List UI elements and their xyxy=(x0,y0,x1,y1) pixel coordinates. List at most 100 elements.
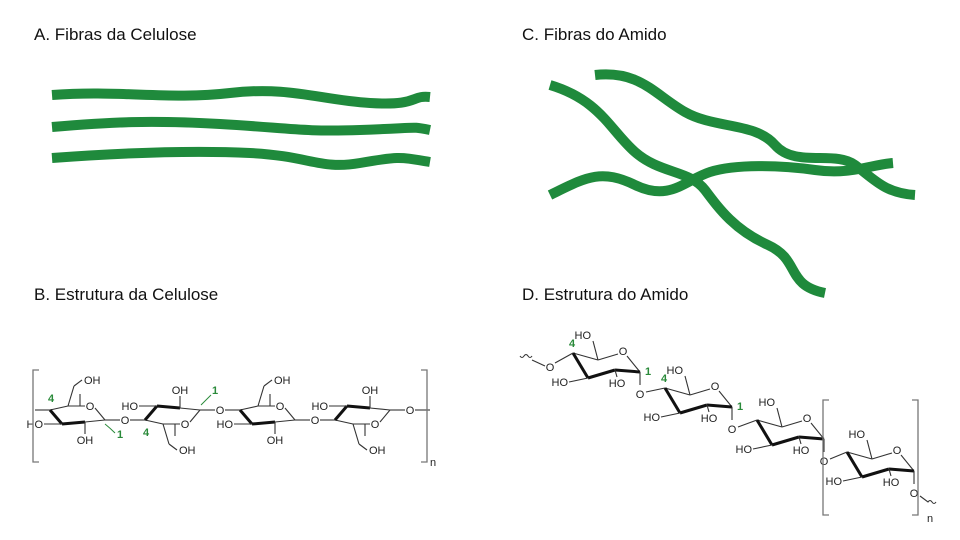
bond xyxy=(888,467,915,473)
glycosidic-oxygen: O xyxy=(910,488,919,500)
ring-oxygen: O xyxy=(276,401,285,413)
bond xyxy=(755,419,774,446)
ring-oxygen: O xyxy=(371,419,380,431)
ring-oxygen: O xyxy=(711,381,720,393)
bond xyxy=(706,403,733,409)
hydroxyl-label: HO xyxy=(217,419,234,431)
bond xyxy=(531,359,546,367)
cellulose-fiber xyxy=(51,86,431,109)
bond xyxy=(614,368,641,374)
hydroxyl-label: HO xyxy=(793,445,810,457)
bond xyxy=(251,420,276,426)
bond xyxy=(143,405,159,421)
bond xyxy=(238,409,254,425)
hydroxyl-label: HO xyxy=(644,412,661,424)
bond xyxy=(663,387,682,414)
bond xyxy=(61,420,86,426)
bond xyxy=(888,468,892,477)
bond xyxy=(626,355,641,373)
ring-oxygen: O xyxy=(893,445,902,457)
bond xyxy=(679,403,708,415)
bond xyxy=(369,407,391,411)
hydroxyl-label: OH xyxy=(84,375,101,387)
hydroxyl-label: HO xyxy=(849,429,866,441)
left-bracket xyxy=(822,399,829,516)
starch-fiber xyxy=(594,69,916,200)
carbon-4-label: 4 xyxy=(661,373,668,385)
hydroxyl-label: HO xyxy=(883,477,900,489)
carbon-1-label: 1 xyxy=(645,366,651,378)
carbon-1-label: 1 xyxy=(212,385,218,397)
bond xyxy=(334,419,354,425)
hydroxyl-label: HO xyxy=(575,330,592,342)
bond xyxy=(571,352,590,379)
ring-oxygen: O xyxy=(181,419,190,431)
bond xyxy=(73,379,83,387)
glycosidic-oxygen: O xyxy=(728,424,737,436)
bond xyxy=(239,405,259,411)
bond xyxy=(162,423,170,445)
arrow-icon xyxy=(200,394,212,406)
bond xyxy=(861,467,890,479)
hydroxyl-label: HO xyxy=(759,397,776,409)
bond xyxy=(781,420,803,428)
hydroxyl-label: OH xyxy=(369,445,386,457)
bond xyxy=(554,352,574,364)
hydroxyl-label: HO xyxy=(27,419,44,431)
bond xyxy=(737,419,758,428)
bond xyxy=(798,436,802,445)
hydroxyl-label: HO xyxy=(312,401,329,413)
bond xyxy=(900,454,915,472)
bond xyxy=(871,452,893,460)
bond xyxy=(776,407,783,428)
cellulose-fiber xyxy=(51,116,431,136)
bond xyxy=(684,375,691,396)
bond xyxy=(718,390,733,408)
wavy-bond xyxy=(919,495,937,505)
bond xyxy=(168,443,178,451)
bond xyxy=(156,404,181,410)
bond xyxy=(846,451,873,460)
glycosidic-oxygen: O xyxy=(406,405,415,417)
hydroxyl-label: OH xyxy=(179,445,196,457)
hydroxyl-label: HO xyxy=(736,444,753,456)
wavy-bond xyxy=(519,353,533,359)
cellulose-fibers xyxy=(51,86,431,170)
panel-b-title: B. Estrutura da Celulose xyxy=(34,285,219,304)
bond xyxy=(689,388,711,396)
glycosidic-oxygen: O xyxy=(311,415,320,427)
glucose-ring: O HO HO HO xyxy=(736,397,825,457)
repeat-subscript: n xyxy=(430,457,436,469)
ring-oxygen: O xyxy=(803,413,812,425)
bond xyxy=(810,422,825,440)
arrow-icon xyxy=(104,423,116,434)
hydroxyl-label: OH xyxy=(362,385,379,397)
bond xyxy=(333,405,349,421)
hydroxyl-label: OH xyxy=(274,375,291,387)
bond xyxy=(263,379,273,387)
hydroxyl-label: OH xyxy=(267,435,284,447)
carbon-1-label: 1 xyxy=(117,429,123,441)
bond xyxy=(84,419,106,423)
panel-c-title: C. Fibras do Amido xyxy=(522,25,667,44)
starch-fibers xyxy=(547,69,916,298)
carbon-1-label: 1 xyxy=(737,401,743,413)
bond xyxy=(94,407,106,421)
bond xyxy=(67,385,75,407)
bond xyxy=(660,412,681,418)
bond xyxy=(587,368,616,380)
hydroxyl-label: HO xyxy=(552,377,569,389)
bond xyxy=(144,419,164,425)
bond xyxy=(866,439,873,460)
bond xyxy=(645,387,666,393)
bond xyxy=(284,407,296,421)
glycosidic-oxygen: O xyxy=(546,362,555,374)
hydroxyl-label: OH xyxy=(77,435,94,447)
hydroxyl-label: HO xyxy=(701,413,718,425)
